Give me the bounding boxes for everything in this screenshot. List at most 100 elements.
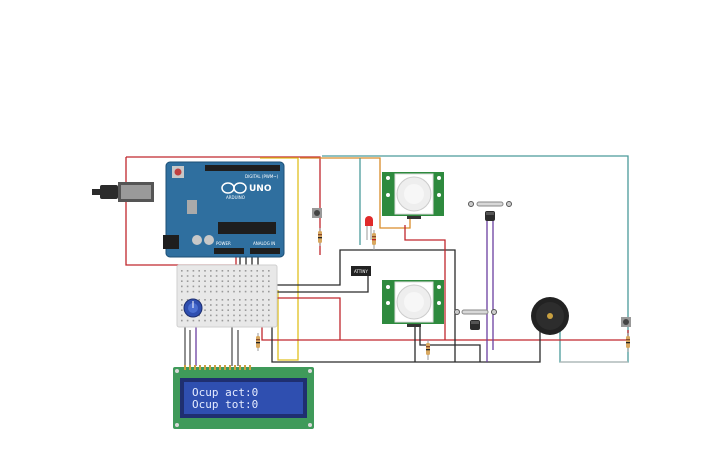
resistor-4[interactable] [426, 340, 430, 360]
lcd-pins [184, 365, 251, 370]
breadboard-hole [221, 290, 224, 293]
piezo-buzzer[interactable] [531, 297, 569, 335]
potentiometer[interactable] [183, 298, 203, 318]
breadboard-hole [256, 304, 258, 306]
breadboard-hole [204, 280, 206, 282]
pir-sensor-1[interactable] [382, 172, 444, 219]
breadboard-hole [215, 304, 218, 306]
breadboard-hole [262, 314, 264, 317]
resistor-1[interactable] [318, 228, 322, 246]
breadboard-hole [250, 314, 253, 317]
arduino-board[interactable]: UNO ARDUINO DIGITAL (PWM~) POWER ANALOG … [163, 161, 285, 258]
tilt-switch-2[interactable] [454, 309, 497, 315]
breadboard-hole [268, 285, 270, 288]
analog-header[interactable] [250, 248, 280, 254]
breadboard-hole [181, 309, 183, 311]
breadboard-hole [244, 280, 247, 282]
breadboard-hole [262, 275, 264, 277]
breadboard-hole [210, 304, 212, 306]
breadboard-hole [204, 299, 206, 301]
wire-black-pir1[interactable] [275, 249, 456, 362]
breadboard-holes [181, 270, 270, 322]
wire-teal-top[interactable] [322, 155, 629, 363]
breadboard-hole [181, 280, 183, 282]
breadboard-hole [221, 314, 224, 317]
breadboard-hole [227, 280, 229, 282]
digital-header[interactable] [205, 165, 280, 171]
breadboard-hole [227, 285, 229, 288]
push-button-1[interactable] [312, 208, 322, 218]
power-label: POWER [216, 241, 231, 246]
breadboard-hole [244, 285, 247, 288]
breadboard-hole [221, 309, 224, 311]
wire-black-pir2[interactable] [275, 275, 369, 293]
breadboard-hole [221, 299, 224, 301]
wire-lcd-bus[interactable] [184, 320, 239, 368]
breadboard-hole [198, 285, 200, 288]
resistor-5[interactable] [626, 333, 630, 352]
breadboard-hole [221, 304, 224, 306]
breadboard-hole [215, 270, 218, 272]
breadboard-hole [233, 275, 235, 277]
breadboard-hole [268, 319, 270, 322]
breadboard-hole [239, 309, 241, 311]
breadboard-hole [210, 309, 212, 311]
breadboard-hole [181, 304, 183, 306]
lcd-line-2: Ocup tot:0 [192, 398, 258, 411]
breadboard-hole [198, 314, 200, 317]
breadboard-hole [256, 280, 258, 282]
breadboard-hole [239, 275, 241, 277]
wire-black-bottom[interactable] [271, 300, 541, 363]
breadboard-hole [221, 270, 224, 272]
lcd-module[interactable]: Ocup act:0 Ocup tot:0 [173, 365, 314, 429]
breadboard-hole [239, 319, 241, 322]
breadboard-hole [250, 304, 253, 306]
wire-orange-top[interactable] [300, 157, 411, 229]
red-led[interactable] [365, 216, 373, 240]
pir-sensor-2[interactable] [382, 280, 444, 327]
wire-yellow[interactable] [260, 157, 299, 361]
board-subtitle: ARDUINO [226, 195, 245, 200]
breadboard-hole [244, 314, 247, 317]
power-header[interactable] [214, 248, 244, 254]
breadboard-hole [268, 280, 270, 282]
breadboard-hole [268, 304, 270, 306]
breadboard[interactable] [176, 264, 278, 328]
breadboard-hole [233, 309, 235, 311]
breadboard-hole [186, 280, 189, 282]
breadboard-hole [215, 319, 218, 322]
breadboard-hole [262, 290, 264, 293]
resistor-3[interactable] [256, 333, 260, 351]
wire-red-pir[interactable] [275, 225, 446, 340]
attiny-chip[interactable]: ATTINY [351, 266, 371, 276]
tilt-switch-1[interactable] [468, 201, 512, 207]
sensor-transistor-2[interactable] [470, 320, 480, 330]
breadboard-hole [239, 304, 241, 306]
breadboard-hole [233, 299, 235, 301]
breadboard-hole [250, 270, 253, 272]
breadboard-hole [215, 280, 218, 282]
breadboard-hole [233, 290, 235, 293]
power-jack[interactable] [163, 235, 179, 249]
breadboard-hole [215, 314, 218, 317]
breadboard-hole [198, 270, 200, 272]
resistors [256, 228, 630, 360]
breadboard-hole [244, 290, 247, 293]
usb-cable[interactable] [92, 182, 154, 202]
breadboard-hole [186, 285, 189, 288]
breadboard-hole [192, 270, 195, 272]
push-button-2[interactable] [621, 317, 631, 327]
breadboard-hole [221, 319, 224, 322]
sensor-transistor-1[interactable] [485, 211, 495, 221]
breadboard-hole [262, 270, 264, 272]
breadboard-hole [256, 314, 258, 317]
breadboard-hole [204, 285, 206, 288]
ic-label: ATTINY [354, 269, 368, 274]
breadboard-hole [186, 275, 189, 277]
breadboard-hole [215, 309, 218, 311]
resistor-2[interactable] [372, 230, 376, 250]
breadboard-hole [210, 275, 212, 277]
wire-black-pir-lower[interactable] [414, 325, 481, 362]
lcd-screen [184, 382, 303, 414]
analog-label: ANALOG IN [253, 241, 275, 246]
